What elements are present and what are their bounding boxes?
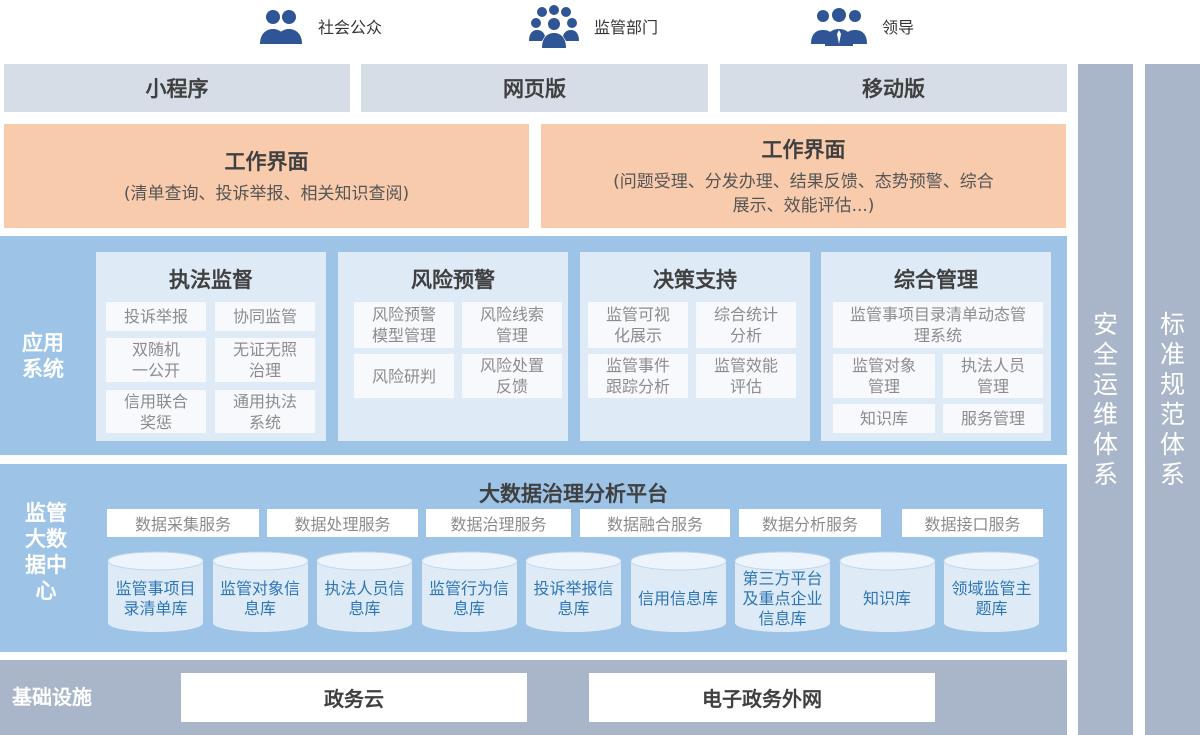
work-title: 工作界面: [761, 138, 846, 162]
app-item[interactable]: 服务管理: [943, 404, 1043, 433]
actor-leaders: 领导: [810, 4, 914, 48]
database-cylinder: 监管事项目录清单库: [107, 551, 204, 633]
database-cylinder: 第三方平台及重点企业信息库: [734, 551, 831, 633]
work-subtitle: (清单查询、投诉举报、相关知识查阅): [123, 184, 410, 204]
database-label: 投诉举报信息库: [533, 579, 614, 618]
app-item[interactable]: 执法人员管理: [943, 354, 1043, 398]
app-item[interactable]: 综合统计分析: [696, 302, 796, 348]
actor-regulator: 监管部门: [528, 4, 658, 48]
app-item[interactable]: 监管对象管理: [833, 354, 935, 398]
app-item[interactable]: 监管事项目录清单动态管理系统: [833, 302, 1043, 348]
infrastructure-label: 基础设施: [12, 685, 92, 709]
actor-label: 监管部门: [594, 18, 659, 37]
app-item[interactable]: 无证无照治理: [215, 338, 315, 382]
app-item[interactable]: 风险研判: [354, 354, 454, 398]
app-item[interactable]: 通用执法系统: [215, 390, 315, 433]
app-item[interactable]: 投诉举报: [106, 302, 206, 331]
app-item[interactable]: 知识库: [833, 404, 935, 433]
group-icon: [528, 3, 580, 49]
database-cylinder: 监管对象信息库: [212, 551, 309, 633]
channel-mini-program: 小程序: [4, 64, 350, 112]
app-item[interactable]: 风险处置反馈: [462, 354, 562, 398]
database-cylinder: 知识库: [839, 551, 936, 633]
work-subtitle: (问题受理、分发办理、结果反馈、态势预警、综合展示、效能评估...): [613, 172, 994, 216]
channel-web: 网页版: [361, 64, 708, 112]
database-cylinder: 领域监管主题库: [943, 551, 1040, 633]
database-label: 监管行为信息库: [428, 579, 509, 618]
app-item[interactable]: 监管可视化展示: [588, 302, 688, 348]
data-service: 数据分析服务: [739, 509, 881, 537]
work-title: 工作界面: [224, 150, 309, 174]
side-label: 安全运维体系: [1092, 309, 1118, 489]
e-gov-extranet: 电子政务外网: [589, 673, 935, 722]
app-item[interactable]: 信用联合奖惩: [106, 390, 206, 433]
data-service: 数据治理服务: [426, 509, 571, 537]
data-service: 数据接口服务: [902, 509, 1043, 537]
security-ops-system: 安全运维体系: [1078, 64, 1133, 735]
database-label: 监管对象信息库: [219, 579, 300, 618]
data-service: 数据融合服务: [580, 509, 730, 537]
database-cylinder: 投诉举报信息库: [525, 551, 622, 633]
database-cylinder: 监管行为信息库: [421, 551, 518, 633]
database-label: 信用信息库: [637, 589, 718, 608]
panel-title: 综合管理: [894, 268, 978, 292]
app-item[interactable]: 双随机一公开: [106, 338, 206, 382]
actor-label: 领导: [882, 18, 915, 37]
app-item[interactable]: 监管事件跟踪分析: [588, 354, 688, 398]
database-label: 知识库: [862, 589, 911, 608]
standards-system: 标准规范体系: [1145, 64, 1200, 735]
app-item[interactable]: 监管效能评估: [696, 354, 796, 398]
database-cylinder: 执法人员信息库: [316, 551, 413, 633]
database-label: 执法人员信息库: [324, 579, 405, 618]
two-persons-icon: [258, 6, 304, 46]
leaders-icon: [810, 6, 868, 46]
work-interface-regulator: 工作界面 (问题受理、分发办理、结果反馈、态势预警、综合展示、效能评估...): [541, 124, 1066, 228]
database-label: 第三方平台及重点企业信息库: [742, 569, 823, 628]
app-item[interactable]: 协同监管: [215, 302, 315, 331]
data-center-label: 监管大数据中心: [25, 501, 67, 603]
gov-cloud: 政务云: [181, 673, 527, 722]
actor-label: 社会公众: [318, 18, 383, 37]
actor-public: 社会公众: [258, 4, 382, 48]
application-system-label: 应用系统: [22, 331, 64, 381]
database-cylinder: 信用信息库: [630, 551, 727, 633]
platform-title: 大数据治理分析平台: [479, 482, 668, 506]
panel-title: 决策支持: [653, 268, 737, 292]
work-interface-public: 工作界面 (清单查询、投诉举报、相关知识查阅): [4, 124, 529, 228]
panel-title: 执法监督: [169, 268, 253, 292]
data-service: 数据处理服务: [267, 509, 418, 537]
database-label: 监管事项目录清单库: [115, 579, 196, 618]
panel-title: 风险预警: [411, 268, 495, 292]
app-item[interactable]: 风险线索管理: [462, 302, 562, 348]
channel-mobile: 移动版: [720, 64, 1067, 112]
app-item[interactable]: 风险预警模型管理: [354, 302, 454, 348]
data-service: 数据采集服务: [107, 509, 259, 537]
side-label: 标准规范体系: [1159, 309, 1185, 489]
database-label: 领域监管主题库: [951, 579, 1032, 618]
